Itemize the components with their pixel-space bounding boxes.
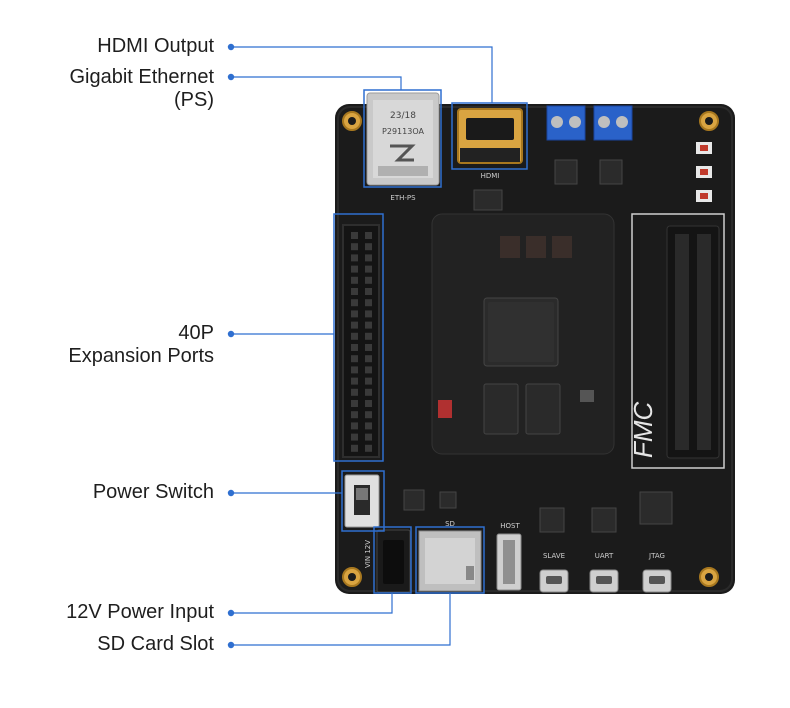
header-pin [351,377,358,385]
power-switch [344,474,380,528]
header-pin [365,400,372,407]
core-module [431,213,615,455]
expansion-ports-label: 40P Expansion Ports [68,322,214,367]
hdmi-output-label: HDMI Output [97,35,214,57]
usb-host-port [496,533,522,591]
header-pin [351,232,358,239]
leader-lines [233,46,493,646]
header-pin [365,422,372,430]
ethernet-highlight [363,89,442,188]
header-pin [351,344,358,351]
power-input-label: 12V Power Input [66,601,214,623]
header-pin [365,276,372,284]
header-pin [365,377,372,385]
ethernet-leader [233,76,402,90]
hdmi-leader [233,46,493,103]
header-pin [365,332,372,340]
usb-jtag-port [642,569,672,593]
mag-code-2: P29113OA [382,127,424,136]
header-pin [351,366,358,374]
header-pin [365,433,372,441]
hdmi-highlight [451,102,528,170]
header-pin [351,243,358,251]
header-pin [351,332,358,340]
header-pin [351,276,358,284]
expansion-highlight [333,213,384,462]
header-pin [351,433,358,441]
gigabit-ethernet-label: Gigabit Ethernet (PS) [69,66,214,111]
ethernet-jack: 23/18 P29113OA [366,92,440,186]
leader-dots [227,43,235,649]
vin-silk: VIN 12V [364,540,372,568]
usb-slave-port [539,569,569,593]
sd-card-label: SD Card Slot [97,633,214,655]
header-pin [365,265,372,273]
eth-silk: ETH-PS [390,194,416,202]
expansion-header [342,224,380,458]
mag-code-1: 23/18 [390,111,416,121]
fmc-connector [631,213,725,469]
jtag-silk: JTAG [648,552,665,560]
header-pin [365,254,372,262]
usb-uart-port [589,569,619,593]
header-pin [365,444,372,452]
header-pin [351,388,358,396]
power-switch-label: Power Switch [92,481,214,503]
header-pin [351,265,358,273]
header-pin [365,366,372,374]
header-pin [365,388,372,396]
header-pin [351,355,358,363]
host-silk: HOST [500,522,520,530]
header-pin [365,411,372,419]
header-pin [365,299,372,307]
sd-silk: SD [445,520,455,528]
header-pin [351,444,358,452]
header-pin [365,232,372,239]
header-pin [365,355,372,363]
header-pin [365,321,372,329]
header-pin [365,243,372,251]
slave-silk: SLAVE [543,552,565,560]
header-pin [351,422,358,430]
header-pin [365,288,372,295]
header-pin [351,400,358,407]
terminal-blocks [546,105,633,141]
header-pin [365,344,372,351]
dc-jack [376,529,411,593]
red-switches [696,142,712,202]
sd-leader [233,593,451,646]
sd-slot [418,530,482,592]
header-pin [351,288,358,295]
power-switch-highlight [341,470,385,532]
fmc-silk: FMC [628,401,658,458]
misc-components [403,159,673,533]
header-pin [351,310,358,318]
header-pin [351,254,358,262]
header-pin [351,299,358,307]
power-input-leader [233,593,393,614]
header-pin [351,321,358,329]
header-pin [365,310,372,318]
uart-silk: UART [595,552,614,560]
hdmi-silk: HDMI [481,172,500,180]
header-pin [351,411,358,419]
hdmi-connector [457,108,523,164]
